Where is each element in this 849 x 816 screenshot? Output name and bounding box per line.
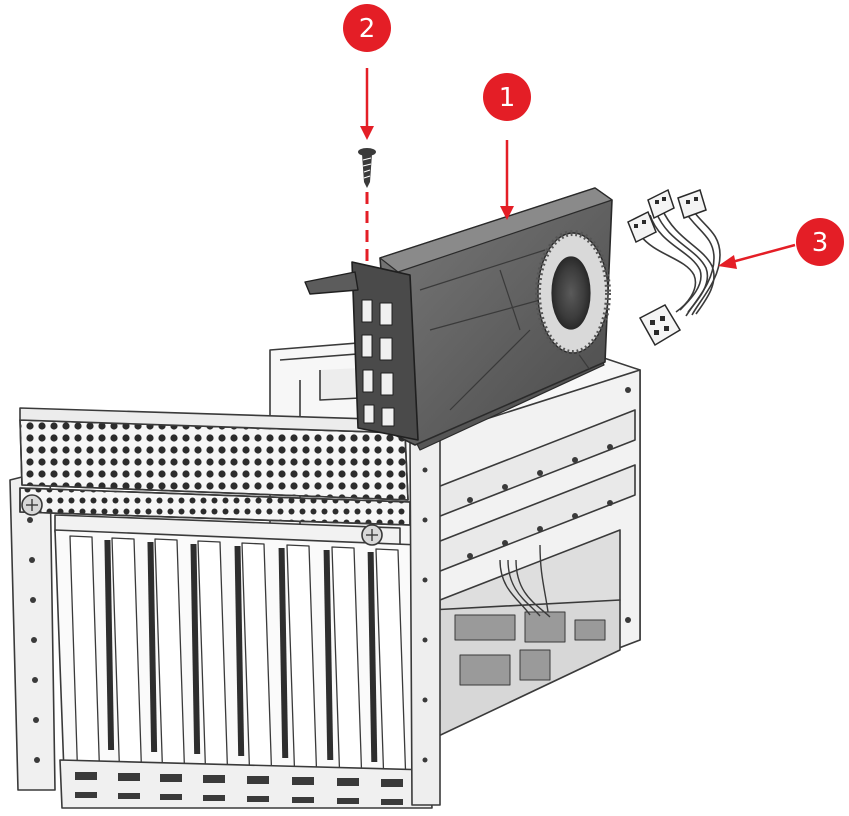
- screw-icon: [358, 148, 376, 188]
- callout-gpu-card: 1: [483, 73, 531, 121]
- callout-label: 3: [812, 228, 829, 258]
- callout-label: 1: [499, 83, 516, 113]
- riser-cage-icon: [9, 329, 641, 809]
- gpu-card-icon: [304, 187, 613, 451]
- callout-power-cable: 3: [796, 218, 844, 266]
- callout-label: 2: [359, 14, 376, 44]
- power-cable-icon: [627, 188, 721, 347]
- callout-bracket-screw: 2: [343, 4, 391, 52]
- callout-arrows: [360, 68, 796, 269]
